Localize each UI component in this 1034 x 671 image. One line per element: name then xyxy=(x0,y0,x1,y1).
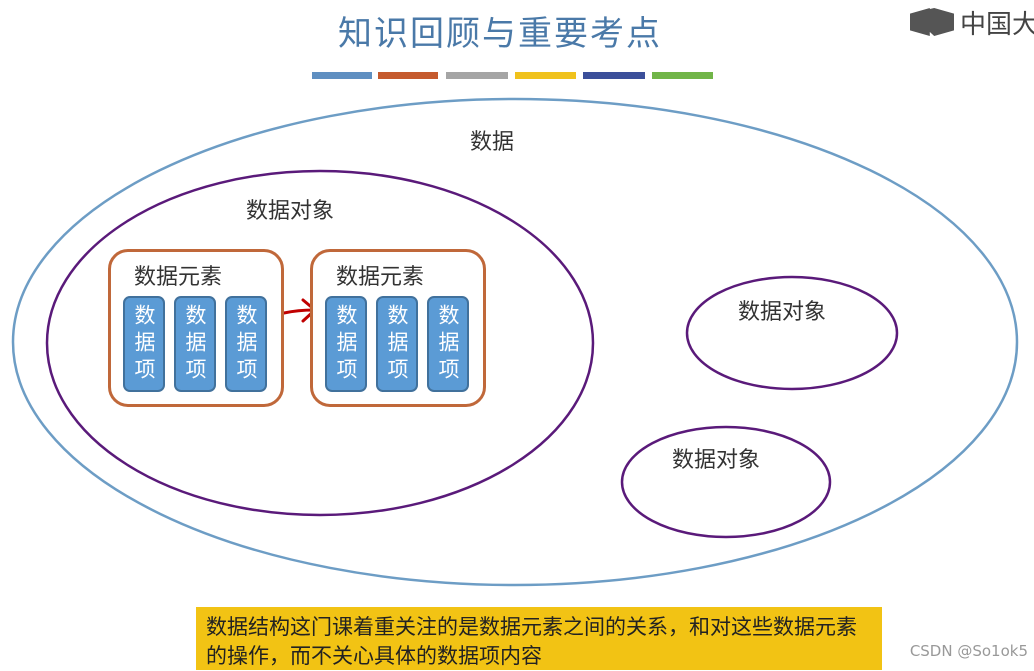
page-title: 知识回顾与重要考点 xyxy=(338,14,662,54)
color-bar-4 xyxy=(515,72,576,79)
data-element-label-1: 数据元素 xyxy=(134,265,223,290)
data-label: 数据 xyxy=(470,130,515,155)
color-bar-5 xyxy=(583,72,645,79)
logo: 中国大 xyxy=(910,4,1034,40)
data-element-label-2: 数据元素 xyxy=(336,265,425,290)
color-bar-3 xyxy=(446,72,508,79)
color-bar-6 xyxy=(652,72,713,79)
data-object-ellipse-small-1 xyxy=(685,275,899,391)
key-point-note: 数据结构这门课着重关注的是数据元素之间的关系，和对这些数据元素的操作，而不关心具… xyxy=(196,607,882,670)
data-object-ellipse-large xyxy=(45,169,595,517)
color-bar-1 xyxy=(312,72,372,79)
watermark: CSDN @So1ok5 xyxy=(909,642,1028,660)
data-item: 数据项 xyxy=(376,296,418,392)
data-object-ellipse-small-2 xyxy=(620,425,832,539)
book-icon xyxy=(910,8,954,36)
data-item: 数据项 xyxy=(225,296,267,392)
data-item: 数据项 xyxy=(174,296,216,392)
data-object-label-small-1: 数据对象 xyxy=(738,300,827,325)
data-object-label-small-2: 数据对象 xyxy=(672,448,761,473)
logo-text: 中国大 xyxy=(960,9,1034,40)
data-item: 数据项 xyxy=(325,296,367,392)
color-bar-2 xyxy=(378,72,438,79)
data-item: 数据项 xyxy=(427,296,469,392)
data-item: 数据项 xyxy=(123,296,165,392)
data-ellipse xyxy=(11,97,1019,587)
data-object-label-large: 数据对象 xyxy=(246,199,335,224)
